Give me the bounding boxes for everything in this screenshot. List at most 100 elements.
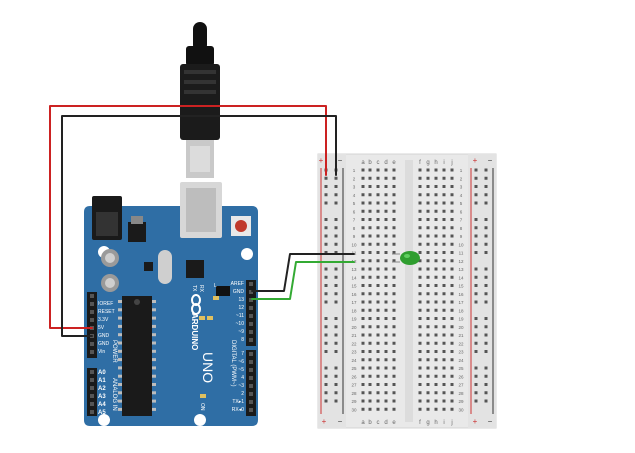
microcontroller-chip xyxy=(122,296,152,416)
digital-pin-label: ~10 xyxy=(236,321,245,327)
column-label: g xyxy=(426,160,429,166)
column-label: d xyxy=(384,420,387,426)
row-number: 8 xyxy=(460,226,463,231)
row-number: 19 xyxy=(351,317,357,322)
row-number: 6 xyxy=(353,209,356,214)
wire-black-gnd-led xyxy=(251,253,355,292)
column-label: g xyxy=(426,420,429,426)
power-pin-label: Vin xyxy=(98,349,105,355)
rail-minus-label: − xyxy=(488,417,493,426)
digital-pin-label: 12 xyxy=(238,305,244,311)
rail-plus-label: + xyxy=(473,417,478,426)
digital-pin-label: ~9 xyxy=(238,329,244,335)
digital-pin-label: TX▸1 xyxy=(232,399,244,405)
row-number: 3 xyxy=(460,185,463,190)
mount-hole xyxy=(98,414,110,426)
brand-label: ARDUINO xyxy=(190,313,199,350)
row-number: 5 xyxy=(353,201,356,206)
row-number: 27 xyxy=(351,383,357,388)
digital-pin-label: ~6 xyxy=(238,359,244,365)
row-number: 30 xyxy=(458,407,464,412)
row-number: 5 xyxy=(460,201,463,206)
row-number: 12 xyxy=(458,259,464,264)
digital-pin-label: 8 xyxy=(241,337,244,343)
column-label: c xyxy=(377,420,380,426)
column-label: h xyxy=(434,420,437,426)
digital-pin-label: 7 xyxy=(241,351,244,357)
voltage-regulator xyxy=(128,222,146,242)
row-number: 17 xyxy=(351,300,357,305)
power-pin-label: 3.3V xyxy=(98,317,109,323)
column-label: e xyxy=(392,420,396,426)
row-number: 27 xyxy=(458,383,464,388)
digital-pin-label: ~11 xyxy=(236,313,244,319)
digital-pin-label: 13 xyxy=(238,297,244,303)
rail-plus-label: + xyxy=(322,417,327,426)
on-label: ON xyxy=(199,403,205,411)
row-number: 14 xyxy=(351,275,357,280)
row-number: 22 xyxy=(458,341,464,346)
row-number: 6 xyxy=(460,209,463,214)
analog-pin-label: A3 xyxy=(98,394,106,400)
led-green xyxy=(392,251,420,265)
analog-pin-label: A0 xyxy=(98,370,106,376)
row-number: 15 xyxy=(351,284,357,289)
row-number: 23 xyxy=(458,350,464,355)
analog-header xyxy=(87,368,97,416)
row-number: 29 xyxy=(458,399,464,404)
row-number: 22 xyxy=(351,341,357,346)
row-number: 2 xyxy=(460,176,463,181)
row-number: 21 xyxy=(458,333,464,338)
row-number: 7 xyxy=(353,218,356,223)
column-label: e xyxy=(392,160,396,166)
row-number: 13 xyxy=(458,267,464,272)
row-number: 20 xyxy=(458,325,464,330)
row-number: 26 xyxy=(351,374,357,379)
power-pin-label: GND xyxy=(98,333,110,339)
digital-header-high xyxy=(246,280,256,346)
column-label: f xyxy=(419,160,421,166)
rx-led xyxy=(207,316,213,320)
row-number: 28 xyxy=(351,391,357,396)
l-label: L xyxy=(214,283,217,289)
row-number: 15 xyxy=(458,284,464,289)
mount-hole xyxy=(194,414,206,426)
rail-plus-label: + xyxy=(319,156,324,165)
wire-red-5v xyxy=(49,105,327,329)
power-pin-label: 5V xyxy=(98,325,105,331)
row-number: 9 xyxy=(353,234,356,239)
row-number: 16 xyxy=(351,292,357,297)
digital-pin-label: 2 xyxy=(241,391,244,397)
digital-pin-label: AREF xyxy=(231,281,244,287)
row-number: 21 xyxy=(351,333,357,338)
column-label: c xyxy=(377,160,380,166)
digital-pin-label: GND xyxy=(233,289,245,295)
row-number: 20 xyxy=(351,325,357,330)
row-number: 25 xyxy=(458,366,464,371)
row-number: 10 xyxy=(351,242,357,247)
power-pin-label: GND xyxy=(98,341,110,347)
arduino-logo-icon xyxy=(191,294,201,315)
model-label: UNO xyxy=(200,352,216,383)
row-number: 18 xyxy=(458,308,464,313)
rail-minus-label: − xyxy=(338,417,343,426)
column-label: i xyxy=(443,160,444,166)
usb-chip xyxy=(186,260,204,278)
power-pin-label: IOREF xyxy=(98,301,113,307)
column-label: a xyxy=(361,420,365,426)
power-section-label: POWER xyxy=(111,340,117,363)
power-pin-label: RESET xyxy=(98,309,115,315)
row-number: 1 xyxy=(460,168,463,173)
digital-pin-label: ~5 xyxy=(238,367,244,373)
usb-cable xyxy=(180,22,220,178)
row-number: 28 xyxy=(458,391,464,396)
row-number: 3 xyxy=(353,185,356,190)
digital-pin-label: 4 xyxy=(241,375,244,381)
digital-pin-label: RX◂0 xyxy=(232,407,244,413)
row-number: 29 xyxy=(351,399,357,404)
